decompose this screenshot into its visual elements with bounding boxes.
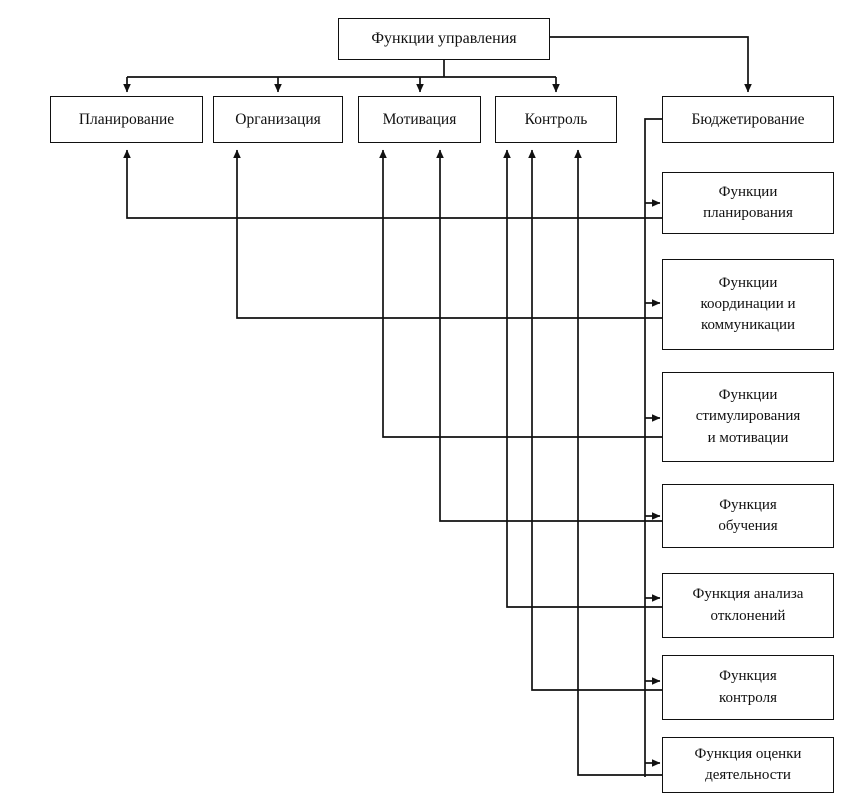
box-control[interactable]: Контроль [495, 96, 617, 143]
box-label: Планирование [78, 110, 175, 128]
box-label: Функции планирования [703, 183, 793, 221]
box-label: Функции стимулирования и мотивации [695, 387, 801, 446]
box-label: Организация [235, 110, 321, 128]
box-label: Бюджетирование [691, 110, 805, 128]
box-fn-variance-analysis[interactable]: Функция анализа отклонений [662, 573, 834, 638]
box-planning[interactable]: Планирование [50, 96, 203, 143]
box-fn-control[interactable]: Функция контроля [662, 655, 834, 720]
box-label: Функция анализа отклонений [692, 586, 804, 624]
box-label: Контроль [524, 110, 588, 128]
box-motivation[interactable]: Мотивация [358, 96, 481, 143]
box-fn-stimulation[interactable]: Функции стимулирования и мотивации [662, 372, 834, 462]
box-fn-training[interactable]: Функция обучения [662, 484, 834, 548]
box-label: Мотивация [382, 110, 457, 128]
box-management-functions[interactable]: Функции управления [338, 18, 550, 60]
box-label: Функции управления [371, 29, 517, 47]
box-label: Функции координации и коммуникации [700, 274, 796, 334]
box-fn-coordination[interactable]: Функции координации и коммуникации [662, 259, 834, 350]
box-organization[interactable]: Организация [213, 96, 343, 143]
box-fn-performance-evaluation[interactable]: Функция оценки деятельности [662, 737, 834, 793]
box-fn-planning[interactable]: Функции планирования [662, 172, 834, 234]
box-label: Функция обучения [718, 496, 778, 534]
box-label: Функция оценки деятельности [694, 745, 802, 783]
box-budgeting[interactable]: Бюджетирование [662, 96, 834, 143]
box-label: Функция контроля [719, 668, 777, 706]
